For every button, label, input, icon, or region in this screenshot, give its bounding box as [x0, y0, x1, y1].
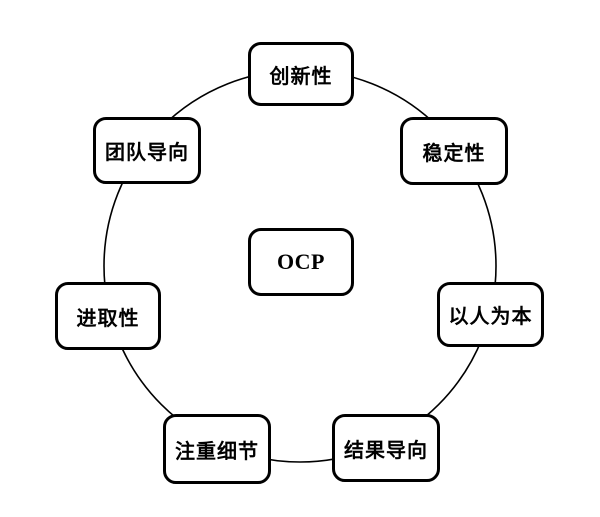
node-result-oriented: 结果导向: [332, 414, 440, 482]
node-stability: 稳定性: [400, 117, 508, 185]
node-center-ocp: OCP: [248, 228, 354, 296]
node-innovation: 创新性: [248, 42, 354, 106]
node-detail-oriented: 注重细节: [163, 414, 271, 484]
node-team-oriented: 团队导向: [93, 117, 201, 184]
node-people-oriented: 以人为本: [437, 282, 544, 347]
node-enterprising: 进取性: [55, 282, 161, 350]
